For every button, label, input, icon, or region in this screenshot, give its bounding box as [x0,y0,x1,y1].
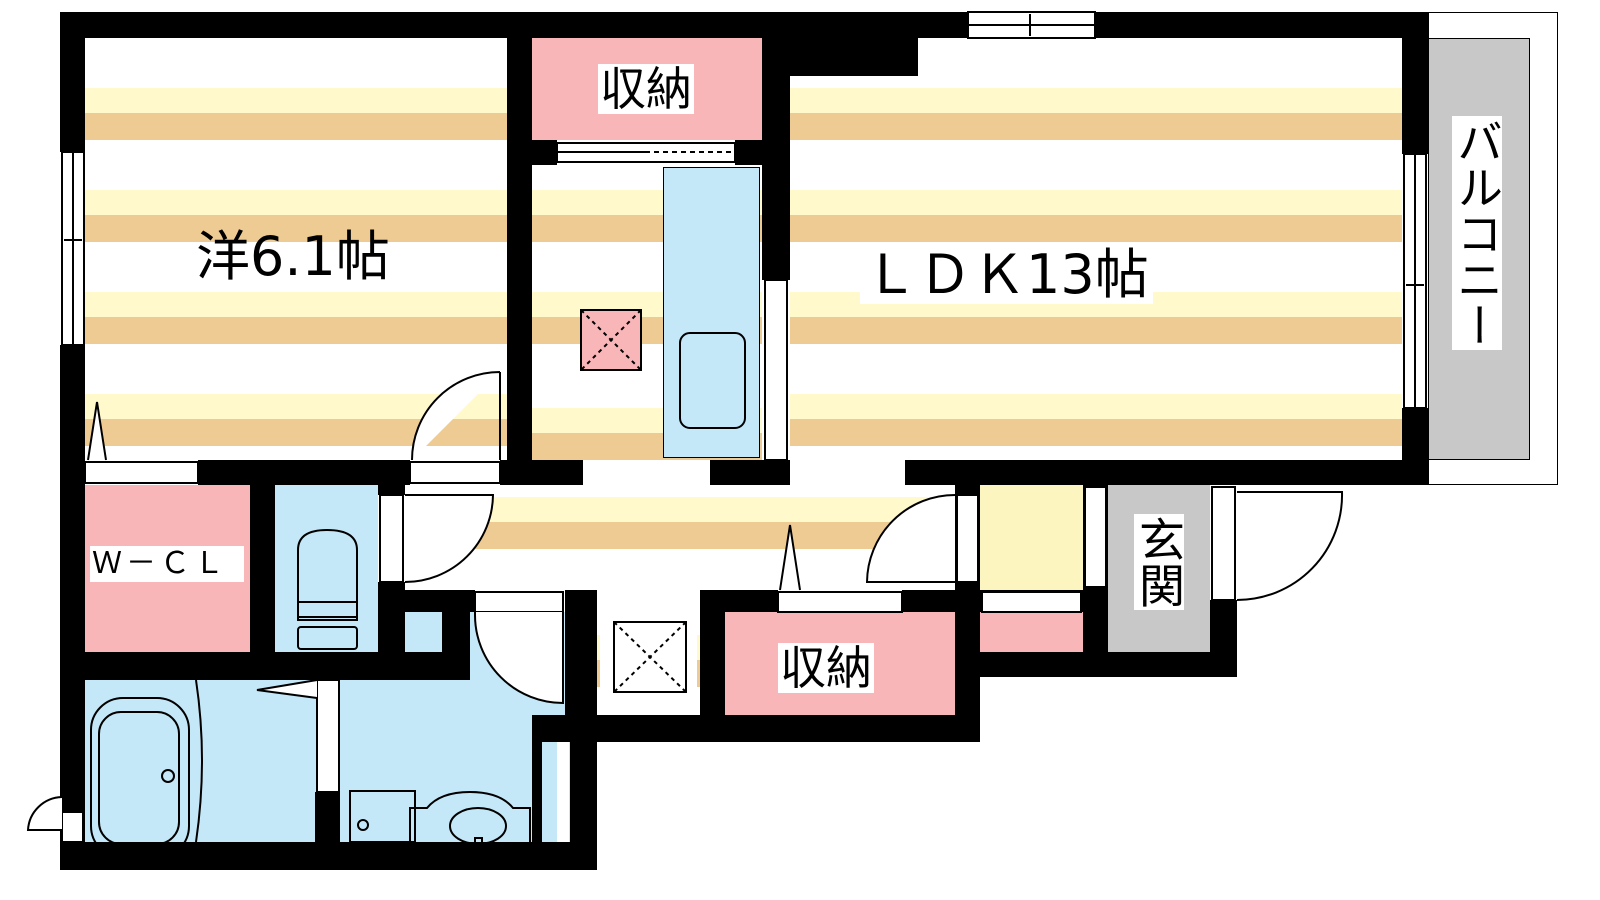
wall [1402,12,1428,154]
wall [507,38,532,460]
exterior-door-bath [26,796,63,831]
wall [955,485,980,495]
wall [60,345,85,870]
wall [60,842,597,870]
bath-door [256,679,340,793]
wall [315,792,340,842]
drain-icon [357,819,369,831]
wall [710,460,790,485]
shoe-storage [980,612,1083,652]
wall [735,140,762,165]
wall [532,140,557,165]
kitchen-partition [764,279,788,461]
storage-sliding-door [556,142,736,163]
wall [532,715,597,742]
walk-in-closet-label: Ｗ－ＣＬ [90,546,244,582]
wall [60,12,85,152]
washroom-window [557,742,569,842]
entrance-label: 玄関 [1132,514,1186,610]
western-room-label: 洋6.1帖 [196,225,390,288]
wall [378,582,405,652]
toilet-door [379,494,495,583]
wall [250,485,275,652]
storage-bottom-door [777,524,903,613]
ldk-window [1403,153,1427,409]
top-window [967,11,1096,39]
wall [198,460,410,485]
wall [405,590,475,612]
wall [905,460,1428,485]
wall [565,590,597,715]
ldk-door [865,494,979,583]
bathtub-icon [90,679,203,859]
wall [597,715,980,742]
washroom-door [474,591,564,705]
ldk-label: ＬＤＫ13帖 [860,246,1153,304]
wall [532,742,542,842]
wall [500,460,583,485]
wall [60,12,968,38]
closet-sliding-door [84,401,199,484]
washbasin-icon [409,790,531,853]
entrance-shoe-area [980,485,1083,590]
washing-machine-icon [349,790,416,843]
wall [790,38,918,76]
shoe-area-door [981,486,1107,613]
storage-top-label: 収納 [598,62,694,116]
western-door [409,371,501,484]
storage-bottom-label: 収納 [778,641,874,695]
window-bath [61,811,84,843]
toilet-icon [297,528,358,650]
wall [762,38,790,280]
storage-center [600,620,697,712]
ventilation-icon [580,309,642,371]
wall [60,652,470,680]
bathroom [85,680,330,842]
entrance-door [1211,486,1344,601]
wall [1095,12,1428,38]
wall [378,485,405,495]
sink-icon [679,332,746,429]
left-window [61,151,85,346]
balcony-label: バルコニー [1450,116,1504,350]
wall [980,652,1237,677]
western-room-floor [85,38,507,460]
wall [442,612,470,652]
